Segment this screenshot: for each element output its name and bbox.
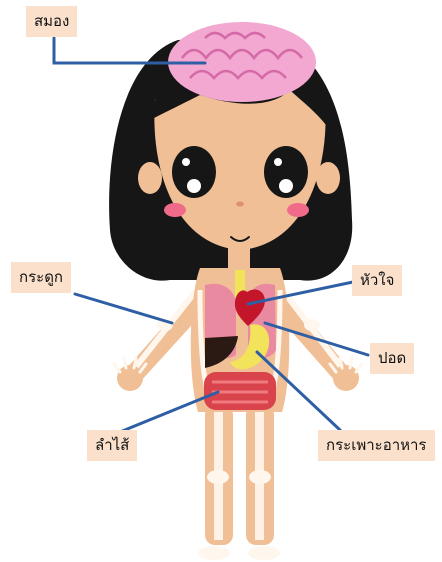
label-heart: หัวใจ [352,265,402,296]
legs [198,405,280,560]
leader-bone [75,294,172,323]
label-lung: ปอด [370,343,414,374]
label-stomach: กระเพาะอาหาร [318,430,435,461]
intestines [204,372,276,410]
label-bone: กระดูก [11,262,71,293]
label-intestine: ลำไส้ [87,430,137,461]
label-brain: สมอง [26,6,77,37]
